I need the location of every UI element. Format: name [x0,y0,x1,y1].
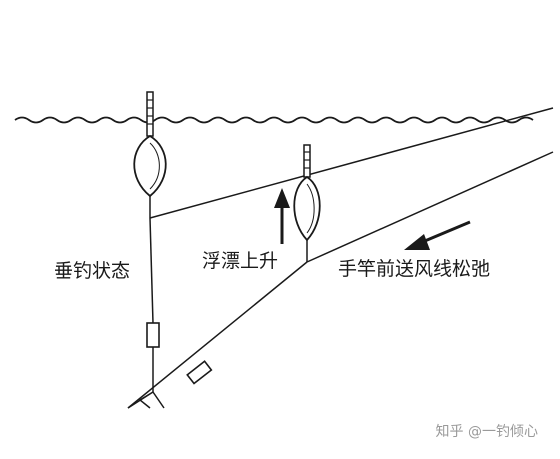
hook-leaders [127,391,165,409]
water-surface [14,116,534,124]
float-right-antenna [303,144,311,178]
float-right-body [293,175,321,242]
float-left [133,91,167,218]
arrow-up-icon [274,188,290,244]
float-left-antenna [146,91,154,137]
watermark: 知乎 @一钓倾心 [435,424,538,440]
split-shot-slanted [186,360,213,385]
vertical-fishing-line [149,217,154,324]
line-slack-to-rod [306,151,554,263]
label-vertical-state: 垂钓状态 [54,260,131,282]
float-left-body [133,134,167,198]
float-right [293,144,321,262]
arrow-left-icon [404,220,471,250]
label-float-rise: 浮漂上升 [202,250,279,272]
line-slack-bottom [127,261,308,409]
split-shot-vertical [146,322,160,348]
line-upper-to-rod [149,107,554,219]
label-rod-forward-slack: 手竿前送风线松弛 [338,258,491,280]
